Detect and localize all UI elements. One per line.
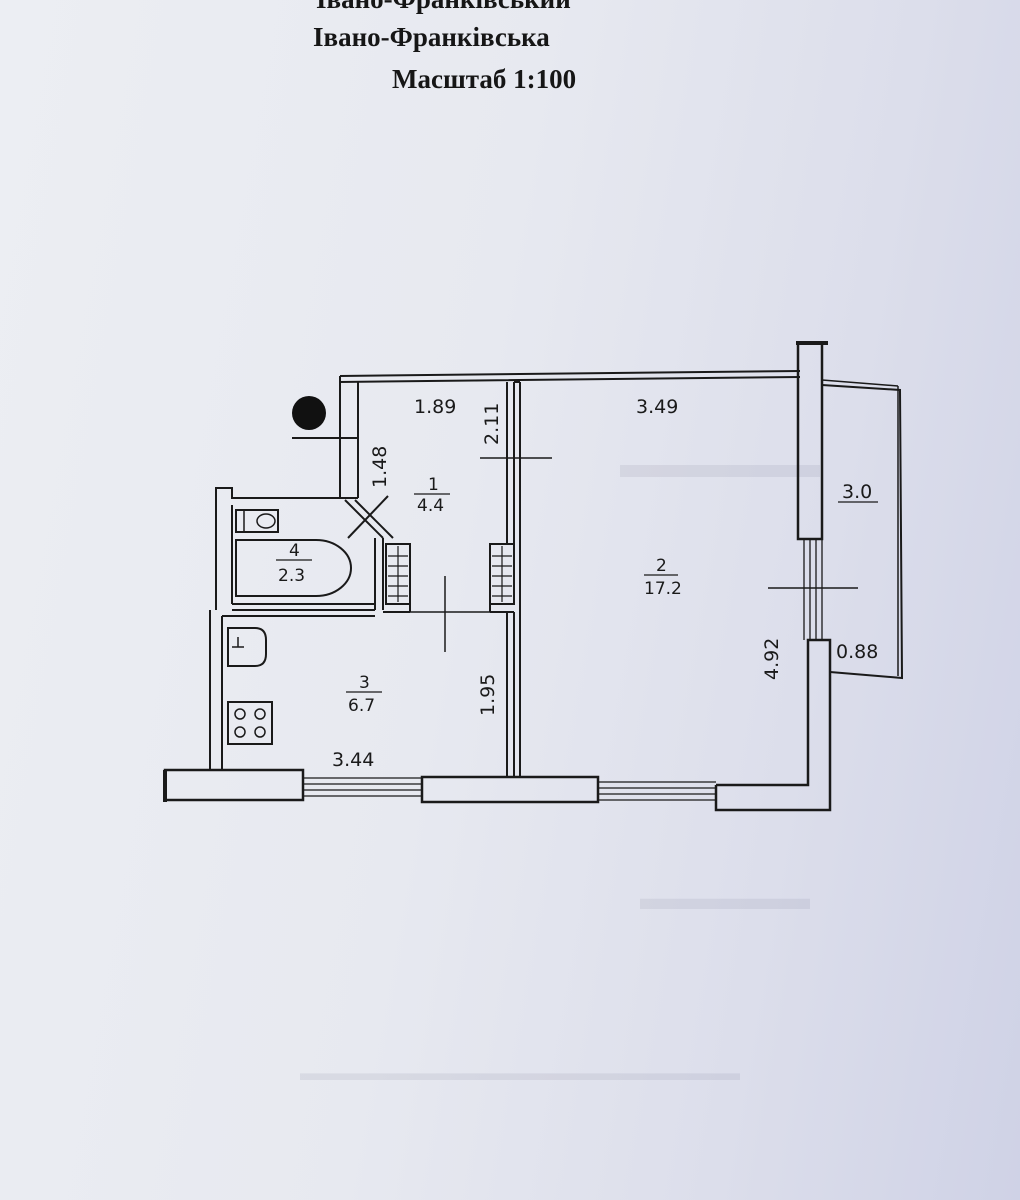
window — [598, 781, 716, 801]
scale-label: Масштаб 1:100 — [392, 64, 577, 94]
room-1-area: 4.4 — [417, 496, 444, 516]
room-3-number: 3 — [359, 673, 370, 693]
top-wall — [339, 376, 801, 384]
balcony-outline — [821, 384, 904, 680]
room-4-number: 4 — [289, 541, 300, 561]
bottom-wall-segment — [420, 775, 600, 804]
dimension-kitchen-length: 1.95 — [477, 674, 499, 716]
room-2-area: 17.2 — [644, 579, 682, 599]
toilet — [235, 509, 279, 533]
window — [303, 777, 422, 797]
sink — [227, 627, 267, 667]
room-3-area: 6.7 — [348, 696, 375, 716]
dimension-kitchen-width: 3.44 — [332, 749, 374, 771]
dimension-balcony-length: 0.88 — [836, 641, 878, 663]
room-4-area: 2.3 — [278, 566, 305, 586]
bottom-wall-segment — [714, 638, 832, 812]
shaft-block — [385, 543, 411, 605]
bleed-through-texture: ▬▬▬▬▬ — [640, 880, 810, 917]
bottom-wall-segment — [163, 768, 305, 802]
dimension-living-length: 4.92 — [761, 638, 783, 680]
header-line-2: Івано-Франківська — [313, 22, 550, 52]
riser-dot — [292, 396, 326, 430]
dimension-corridor-width: 1.89 — [414, 396, 456, 418]
right-wall-segment — [796, 341, 824, 541]
balcony-area: 3.0 — [842, 481, 872, 503]
dimension-living-width: 3.49 — [636, 396, 678, 418]
balcony-door — [803, 539, 823, 640]
room-2-number: 2 — [656, 556, 667, 576]
room-1-number: 1 — [428, 475, 439, 495]
bathtub — [235, 539, 352, 597]
bathroom-wall — [215, 487, 340, 610]
shaft-block — [489, 543, 515, 605]
bleed-through-texture: ▬▬▬▬▬ — [620, 441, 820, 486]
stove — [227, 701, 273, 745]
dimension-corridor-side: 1.48 — [369, 446, 391, 488]
dimension-corridor-length: 2.11 — [481, 403, 503, 445]
bleed-through-texture: ▬▬▬▬▬▬▬▬▬▬▬▬▬▬▬▬▬▬▬▬ — [300, 1060, 740, 1085]
header-line-1: Івано-Франківський — [316, 0, 571, 15]
